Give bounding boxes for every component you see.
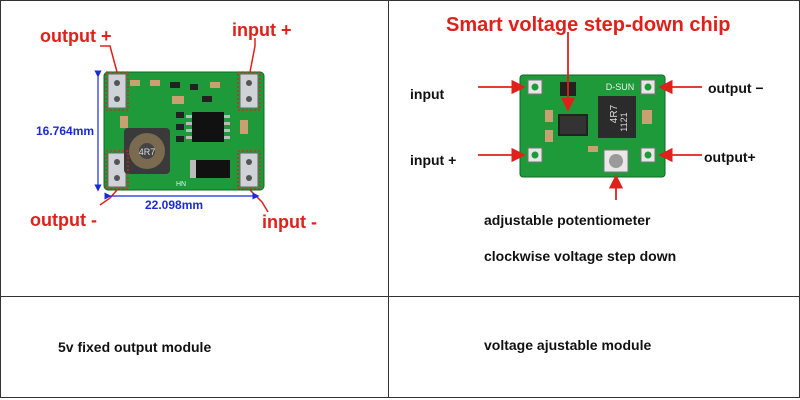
note-potentiometer: adjustable potentiometer <box>484 212 651 228</box>
label-output-minus: output − <box>708 80 764 96</box>
inductor-marking: 4R7 <box>139 147 156 157</box>
board-brand: D-SUN <box>606 82 635 92</box>
label-output-plus: output + <box>40 26 112 46</box>
label-output-plus: output+ <box>704 149 756 165</box>
inductor-marking-line2: 1121 <box>619 112 629 131</box>
fixed-module-board: 4R7 HN <box>103 71 265 191</box>
adjustable-module-board: 4R7 1121 D-SUN <box>519 74 666 178</box>
label-text: output <box>704 149 748 165</box>
label-text: input <box>410 152 445 168</box>
label-text: input <box>410 86 445 102</box>
column-divider <box>388 0 389 397</box>
board-silkscreen: HN <box>176 181 186 188</box>
label-input-plus: input + <box>410 152 457 168</box>
label-output-minus: output - <box>30 210 97 230</box>
caption-adjustable-module: voltage ajustable module <box>484 337 652 353</box>
caption-fixed-module: 5v fixed output module <box>58 339 212 355</box>
label-input-minus: input <box>410 86 444 102</box>
row-divider <box>0 296 799 297</box>
chip-title: Smart voltage step-down chip <box>446 14 731 36</box>
dimension-height: 16.764mm <box>36 124 95 138</box>
label-input-plus: input + <box>232 20 292 40</box>
inductor-marking-line1: 4R7 <box>609 104 620 123</box>
note-clockwise: clockwise voltage step down <box>484 248 677 264</box>
label-text: output <box>708 80 752 96</box>
label-input-minus: input - <box>262 212 317 232</box>
dimension-width: 22.098mm <box>145 198 204 212</box>
